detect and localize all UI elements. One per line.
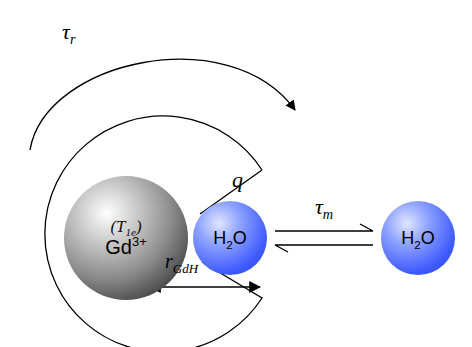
exchange-arrow	[275, 224, 373, 252]
rotation-arrow	[30, 59, 295, 150]
distance-arrow	[150, 286, 260, 288]
water-molecule: H2O	[193, 201, 267, 275]
hydration-number: q	[232, 168, 243, 192]
correlation-time: τr	[62, 20, 75, 44]
exchange-time: τm	[315, 195, 333, 219]
distance-label: rGdH	[165, 250, 198, 272]
relaxation-label: (T1e)	[110, 217, 141, 237]
species-label: H2O	[401, 228, 435, 249]
species-label: Gd3+	[105, 236, 147, 259]
species-label: H2O	[213, 228, 247, 249]
water-molecule: H2O	[381, 201, 455, 275]
metal-ion-sphere: (T1e)Gd3+	[64, 176, 188, 300]
